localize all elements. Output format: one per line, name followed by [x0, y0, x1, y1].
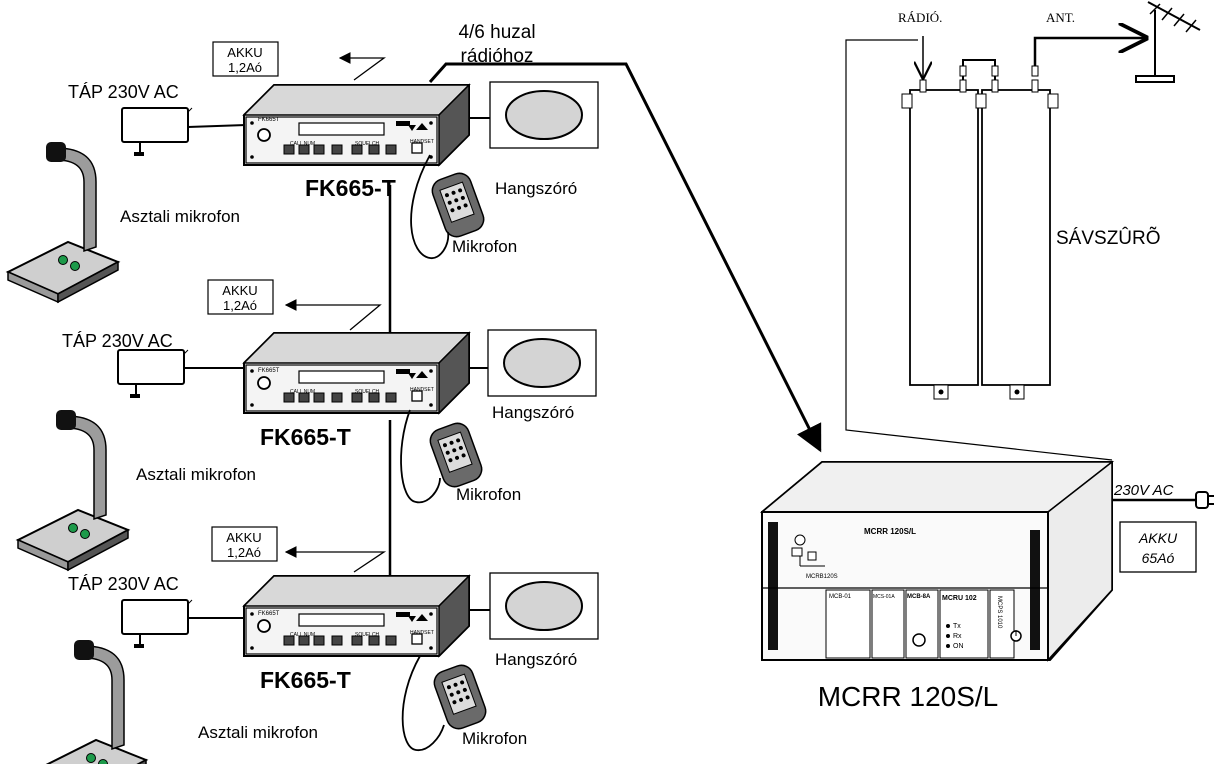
radio-model-label: FK665-T: [305, 175, 396, 201]
hand-microphone: [428, 169, 488, 241]
ac-plug-icon: [1112, 491, 1214, 509]
station-2: [17, 279, 597, 571]
akku-label: AKKU: [222, 283, 257, 298]
radio-unit: [243, 84, 470, 166]
band-filter: [901, 36, 1146, 400]
rack-ac-label: 230V AC: [1113, 482, 1174, 499]
speaker-label: Hangszóró: [492, 403, 574, 422]
rack-akku-box: [1119, 521, 1197, 573]
panel-right-group: SQUELCH: [355, 141, 380, 147]
panel-right-group: SQUELCH: [355, 389, 380, 395]
card-2-label: MCS-01A: [873, 594, 895, 600]
station-3: [35, 526, 599, 764]
rack-front-title: MCRR 120S/L: [864, 527, 916, 536]
radio-port-label: RÁDIÓ.: [898, 10, 942, 25]
loudspeaker: [487, 329, 597, 397]
power-label: TÁP 230V AC: [68, 574, 179, 594]
radio-model-label: FK665-T: [260, 424, 351, 450]
desk-microphone: [35, 639, 147, 764]
hand-mic-label: Mikrofon: [462, 729, 527, 748]
panel-left-group: CALL NUM: [290, 141, 315, 147]
panel-brand: FK665T: [258, 611, 280, 617]
panel-handset: HANDSET: [410, 387, 434, 393]
card-1-label: MCB-01: [829, 594, 852, 600]
loudspeaker: [489, 81, 599, 149]
panel-left-group: CALL NUM: [290, 389, 315, 395]
card-5-label: MCPS 1010: [996, 596, 1002, 629]
power-adapter: [121, 107, 193, 157]
card-4-label: MCRU 102: [942, 595, 977, 602]
radio-wire-to-rack: [428, 62, 822, 453]
led-tx-label: Tx: [953, 623, 961, 630]
panel-brand: FK665T: [258, 117, 280, 123]
akku-box: [212, 41, 279, 77]
desk-microphone: [17, 409, 129, 571]
panel-brand: FK665T: [258, 368, 280, 374]
power-adapter: [117, 349, 189, 399]
led-rx-label: Rx: [953, 633, 962, 640]
hand-microphone: [426, 419, 486, 491]
desk-mic-label: Asztali mikrofon: [136, 465, 256, 484]
panel-left-group: CALL NUM: [290, 632, 315, 638]
filter-label: SÁVSZÛRÕ: [1056, 227, 1161, 249]
card-3-label: MCB-8A: [907, 594, 931, 600]
speaker-label: Hangszóró: [495, 179, 577, 198]
rack-model-label: MCRR 120S/L: [818, 681, 999, 712]
radio-model-label: FK665-T: [260, 667, 351, 693]
antenna-icon: [1135, 1, 1201, 83]
power-label: TÁP 230V AC: [62, 331, 173, 351]
akku-label: AKKU: [227, 45, 262, 60]
mcrr-rack: [759, 460, 1115, 662]
rack-akku-capacity: 65Aó: [1142, 550, 1175, 566]
akku-label: AKKU: [226, 530, 261, 545]
wire-label-line2: rádióhoz: [461, 46, 534, 67]
panel-handset: HANDSET: [410, 139, 434, 145]
hand-mic-label: Mikrofon: [452, 237, 517, 256]
panel-right-group: SQUELCH: [355, 632, 380, 638]
desk-mic-label: Asztali mikrofon: [120, 207, 240, 226]
akku-box: [211, 526, 278, 562]
akku-capacity: 1,2Aó: [223, 298, 257, 313]
power-adapter: [121, 599, 193, 649]
desk-microphone: [7, 141, 119, 303]
hand-mic-label: Mikrofon: [456, 485, 521, 504]
panel-handset: HANDSET: [410, 630, 434, 636]
rack-akku-label: AKKU: [1138, 530, 1178, 546]
wire-label-line1: 4/6 huzal: [458, 22, 535, 43]
led-on-label: ON: [953, 643, 964, 650]
station-1: [7, 41, 599, 303]
power-label: TÁP 230V AC: [68, 82, 179, 102]
akku-capacity: 1,2Aó: [228, 60, 262, 75]
speaker-label: Hangszóró: [495, 650, 577, 669]
akku-capacity: 1,2Aó: [227, 545, 261, 560]
filter-enclosure-line: [845, 39, 1113, 461]
rack-module-label: MCRB120S: [806, 574, 838, 580]
desk-mic-label: Asztali mikrofon: [198, 723, 318, 742]
antenna-port-label: ANT.: [1046, 10, 1075, 25]
akku-box: [207, 279, 274, 315]
loudspeaker: [489, 572, 599, 640]
hand-microphone: [430, 661, 490, 733]
